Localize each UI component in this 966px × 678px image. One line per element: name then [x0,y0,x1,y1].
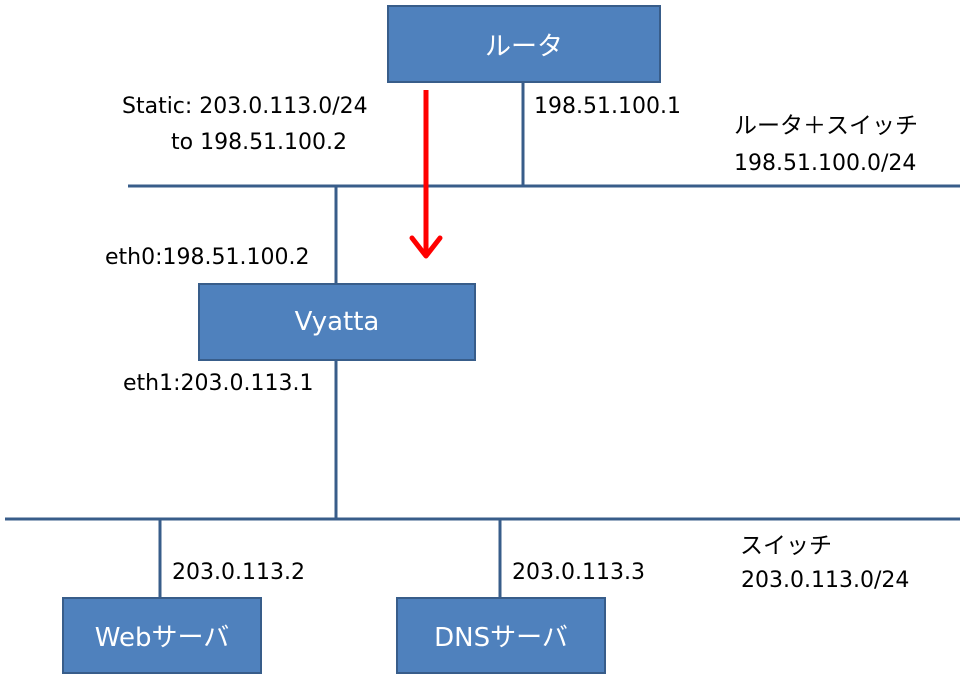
static-route-label-line2: to 198.51.100.2 [171,130,348,155]
upper-network-name: ルータ＋スイッチ [734,113,918,139]
dns-server-node: DNSサーバ [396,597,606,674]
static-route-arrow [409,90,443,259]
web-server-ip-label: 203.0.113.2 [172,560,305,585]
router-ip-label: 198.51.100.1 [534,94,681,119]
static-route-label-line1: Static: 203.0.113.0/24 [122,94,368,119]
vyatta-eth0-label: eth0:198.51.100.2 [105,245,310,270]
router-node: ルータ [387,5,661,83]
web-server-node: Webサーバ [62,597,262,674]
vyatta-node: Vyatta [198,283,476,361]
dns-server-ip-label: 203.0.113.3 [512,560,645,585]
lower-network-name: スイッチ [740,533,832,559]
lower-network-cidr: 203.0.113.0/24 [741,568,910,593]
vyatta-eth1-label: eth1:203.0.113.1 [123,371,314,396]
upper-network-cidr: 198.51.100.0/24 [734,151,917,176]
